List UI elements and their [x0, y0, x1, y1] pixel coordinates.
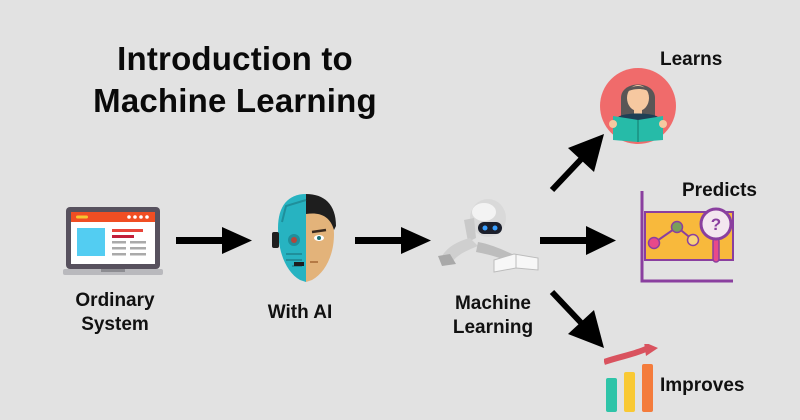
- arrow-up-right-icon: [548, 130, 608, 194]
- svg-text:?: ?: [711, 215, 721, 234]
- robot-reading-icon: [434, 198, 544, 278]
- label-line-1: Ordinary: [75, 290, 155, 311]
- arrow-right-icon: [540, 224, 616, 256]
- node-label-machine-learning: Machine Learning: [418, 292, 568, 340]
- outcome-label-learns: Learns: [660, 49, 723, 70]
- chart-magnifier-question-icon: ?: [637, 186, 737, 286]
- label-line-2: System: [81, 314, 149, 335]
- person-reading-book-icon: [599, 68, 679, 146]
- diagram-title: Introduction to Machine Learning: [60, 38, 410, 122]
- arrow-right-icon: [355, 225, 431, 255]
- laptop-icon: [63, 203, 163, 279]
- label-line-1: Machine: [454, 293, 532, 314]
- outcome-label-improves: Improves: [660, 375, 745, 396]
- arrow-right-icon: [176, 225, 252, 255]
- rising-bar-chart-icon: [604, 344, 660, 414]
- node-label-ordinary-system: Ordinary System: [40, 289, 190, 337]
- title-line-1: Introduction to: [117, 40, 353, 77]
- node-label-with-ai: With AI: [267, 302, 333, 323]
- outcome-label-predicts: Predicts: [682, 180, 757, 201]
- cyborg-face-icon: [272, 192, 340, 284]
- arrow-down-right-icon: [548, 288, 608, 352]
- label-line-2: Learning: [452, 317, 534, 338]
- title-line-2: Machine Learning: [93, 82, 377, 119]
